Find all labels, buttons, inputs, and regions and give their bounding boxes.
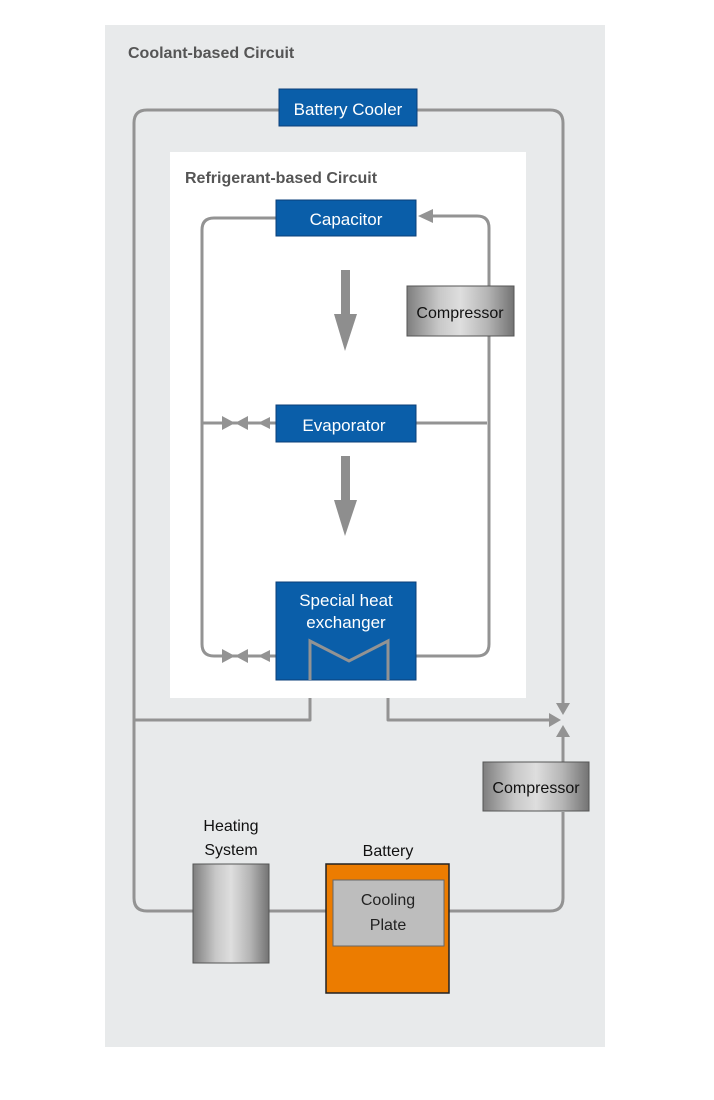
refrigerant-flow-arrowheads <box>258 209 433 662</box>
heat-exchanger-coil <box>308 638 390 680</box>
heating-system-label-line1: Heating <box>203 818 258 835</box>
down-arrow-1 <box>334 270 357 351</box>
cooling-plate <box>332 879 445 947</box>
heat-exchanger-label-line1: Special heat <box>299 591 393 610</box>
expansion-valve-top <box>222 416 248 430</box>
battery: Battery Cooling Plate <box>325 843 450 994</box>
heat-exchanger-label-line2: exchanger <box>306 613 386 632</box>
refrigerant-circuit-title: Refrigerant-based Circuit <box>185 170 378 187</box>
compressor-refrigerant: Compressor <box>406 285 515 337</box>
compressor-coolant-label: Compressor <box>492 780 580 797</box>
cooling-plate-label-line2: Plate <box>370 917 407 934</box>
coolant-flow-arrowheads <box>549 703 570 737</box>
battery-cooler-label: Battery Cooler <box>294 100 403 119</box>
evaporator: Evaporator <box>275 404 417 443</box>
expansion-valve-bottom <box>222 649 248 663</box>
battery-cooler: Battery Cooler <box>278 88 418 127</box>
compressor-refrigerant-label: Compressor <box>416 305 504 322</box>
heating-system-label-line2: System <box>204 842 257 859</box>
evaporator-label: Evaporator <box>302 416 385 435</box>
compressor-coolant: Compressor <box>482 761 590 812</box>
capacitor: Capacitor <box>275 199 417 237</box>
special-heat-exchanger: Special heat exchanger <box>275 581 417 681</box>
battery-label: Battery <box>363 843 414 860</box>
cooling-plate-label-line1: Cooling <box>361 892 415 909</box>
capacitor-label: Capacitor <box>310 210 383 229</box>
heating-system: Heating System <box>192 818 270 964</box>
coolant-circuit-title: Coolant-based Circuit <box>128 45 295 62</box>
down-arrow-2 <box>334 456 357 536</box>
